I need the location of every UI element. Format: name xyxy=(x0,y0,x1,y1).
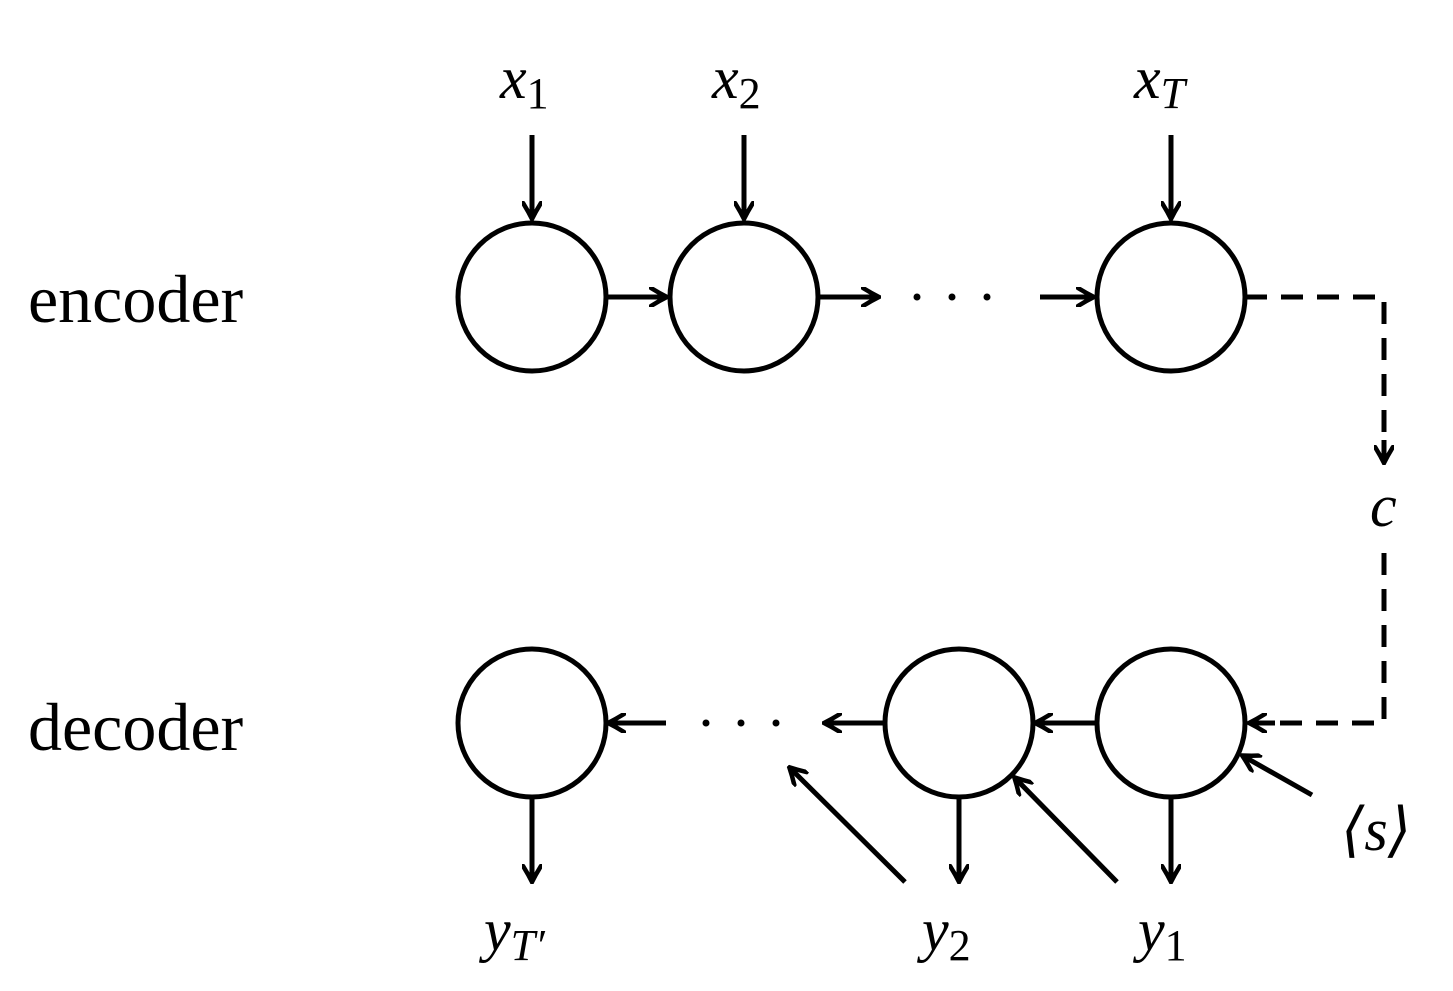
y1-feedback-arrow xyxy=(1015,778,1119,884)
encoder-node-T xyxy=(1094,220,1248,374)
context-dashed-path xyxy=(1245,294,1387,440)
decoder-label: decoder xyxy=(28,689,244,765)
encoder-ellipsis xyxy=(913,293,991,301)
input-x2-label: x2 xyxy=(711,45,761,118)
context-label: c xyxy=(1370,473,1397,539)
encoder-node-2 xyxy=(667,220,821,374)
output-y2-label: y2 xyxy=(916,897,971,970)
decoder-ellipsis xyxy=(702,719,780,727)
encoder-label: encoder xyxy=(28,261,244,337)
decoder-node-1 xyxy=(1094,646,1248,800)
input-xT-label: xT xyxy=(1133,45,1189,118)
decoder-node-Tprime xyxy=(455,646,609,800)
decoder-node-2 xyxy=(882,646,1036,800)
encoder-node-1 xyxy=(455,220,609,374)
start-token-label: ⟨s⟩ xyxy=(1341,797,1411,863)
output-yTprime-label: yT′ xyxy=(478,897,546,970)
input-x1-label: x1 xyxy=(499,45,549,118)
output-y1-label: y1 xyxy=(1132,897,1187,970)
context-to-decoder-path xyxy=(1275,553,1387,726)
y2-feedback-arrow xyxy=(790,768,907,884)
start-token-feedback-arrow xyxy=(1243,756,1314,798)
